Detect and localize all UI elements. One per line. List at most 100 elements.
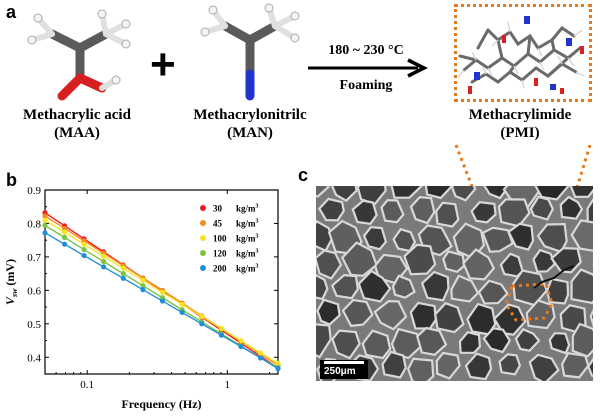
data-point — [199, 321, 205, 327]
foam-cell — [450, 186, 477, 202]
data-point — [275, 366, 281, 372]
scale-bar-line — [324, 361, 364, 364]
foam-cell — [316, 323, 332, 359]
foam-cell — [559, 195, 584, 220]
foam-cell — [570, 268, 593, 305]
highlight-region — [504, 282, 554, 322]
y-tick-label: 0.4 — [27, 352, 41, 364]
foam-cell — [381, 350, 407, 379]
data-point — [238, 337, 244, 344]
foam-cell — [514, 328, 541, 352]
foam-cell — [373, 299, 408, 331]
foam-cell — [589, 308, 593, 328]
foam-cell — [586, 198, 593, 228]
foam-cell — [532, 248, 556, 273]
foam-cell — [435, 351, 461, 380]
data-point — [179, 301, 185, 308]
x-tick-label: 1 — [225, 379, 231, 391]
data-point — [81, 252, 87, 259]
foam-cell — [316, 274, 329, 301]
y-tick-label: 0.6 — [27, 285, 41, 297]
data-point — [42, 230, 48, 236]
pmi-abbrev: (PMI) — [500, 125, 540, 141]
foam-cell — [420, 270, 450, 302]
data-point — [275, 360, 281, 366]
foam-cell — [482, 327, 512, 354]
foam-cell — [356, 186, 387, 206]
reaction-condition: 180 ~ 230 °C — [328, 43, 404, 58]
y-axis-label: Vsw (mV) — [3, 259, 19, 305]
data-point — [179, 309, 185, 316]
data-point — [81, 241, 87, 247]
legend-marker — [200, 235, 206, 241]
foam-cell — [571, 322, 593, 358]
panel-label-c: c — [298, 165, 309, 185]
man-name: Methacrylonitrilc — [193, 107, 307, 123]
foam-cell — [450, 274, 480, 303]
panel-label-a: a — [6, 2, 17, 22]
foam-cell — [391, 274, 416, 299]
pmi-label: Methacrylimide (PMI) — [440, 106, 600, 142]
foam-cell — [492, 303, 527, 336]
plot-frame — [44, 189, 279, 375]
foam-cell — [316, 249, 343, 280]
data-point — [140, 283, 146, 289]
scale-bar: 250μm — [320, 360, 368, 379]
data-point — [62, 225, 68, 232]
data-point — [42, 217, 48, 223]
legend-marker — [200, 205, 206, 211]
foam-cell — [534, 186, 570, 201]
data-point — [62, 229, 68, 235]
pmi-name: Methacrylimide — [468, 107, 572, 123]
data-point — [159, 289, 166, 295]
crack-line — [533, 265, 575, 289]
foam-cell — [331, 329, 361, 360]
foam-cell — [340, 241, 378, 277]
foam-cell — [434, 301, 465, 334]
y-tick-label: 0.7 — [27, 252, 41, 264]
maa-abbrev: (MAA) — [54, 125, 100, 141]
man-label: Methacrylonitrilc (MAN) — [170, 106, 330, 142]
legend-marker — [200, 265, 206, 271]
data-point — [257, 355, 264, 361]
y-tick-label: 0.9 — [27, 185, 41, 197]
x-axis-label: Frequency (Hz) — [121, 397, 201, 411]
foam-cell — [483, 186, 509, 200]
scale-bar-label: 250μm — [324, 366, 356, 377]
foam-cell — [407, 357, 435, 381]
data-point — [199, 313, 205, 320]
foam-cell — [435, 201, 460, 228]
data-point — [218, 325, 224, 332]
data-point — [101, 253, 107, 259]
foam-cell — [525, 299, 556, 330]
pmi-molecule — [458, 16, 585, 94]
foam-cells-image — [316, 186, 593, 381]
foam-cell — [330, 186, 358, 203]
legend-marker — [200, 250, 206, 256]
maa-name: Methacrylic acid — [23, 107, 131, 123]
foam-cell — [351, 199, 378, 225]
foam-cell — [362, 226, 388, 251]
foam-cell — [409, 195, 436, 225]
reaction-arrow-icon — [308, 58, 428, 78]
man-abbrev: (MAN) — [227, 125, 273, 141]
foam-cell — [424, 186, 454, 200]
foam-cell — [481, 226, 514, 253]
foam-cell — [587, 357, 593, 378]
reaction-process: Foaming — [339, 78, 393, 93]
foam-cell — [409, 301, 437, 330]
data-point — [62, 234, 68, 241]
maa-molecule — [27, 9, 131, 101]
plus-sign: + — [150, 40, 176, 89]
foam-cell — [545, 277, 570, 305]
x-tick-label: 0.1 — [80, 379, 94, 391]
foam-cell — [361, 329, 392, 360]
foam-cell — [316, 298, 341, 326]
